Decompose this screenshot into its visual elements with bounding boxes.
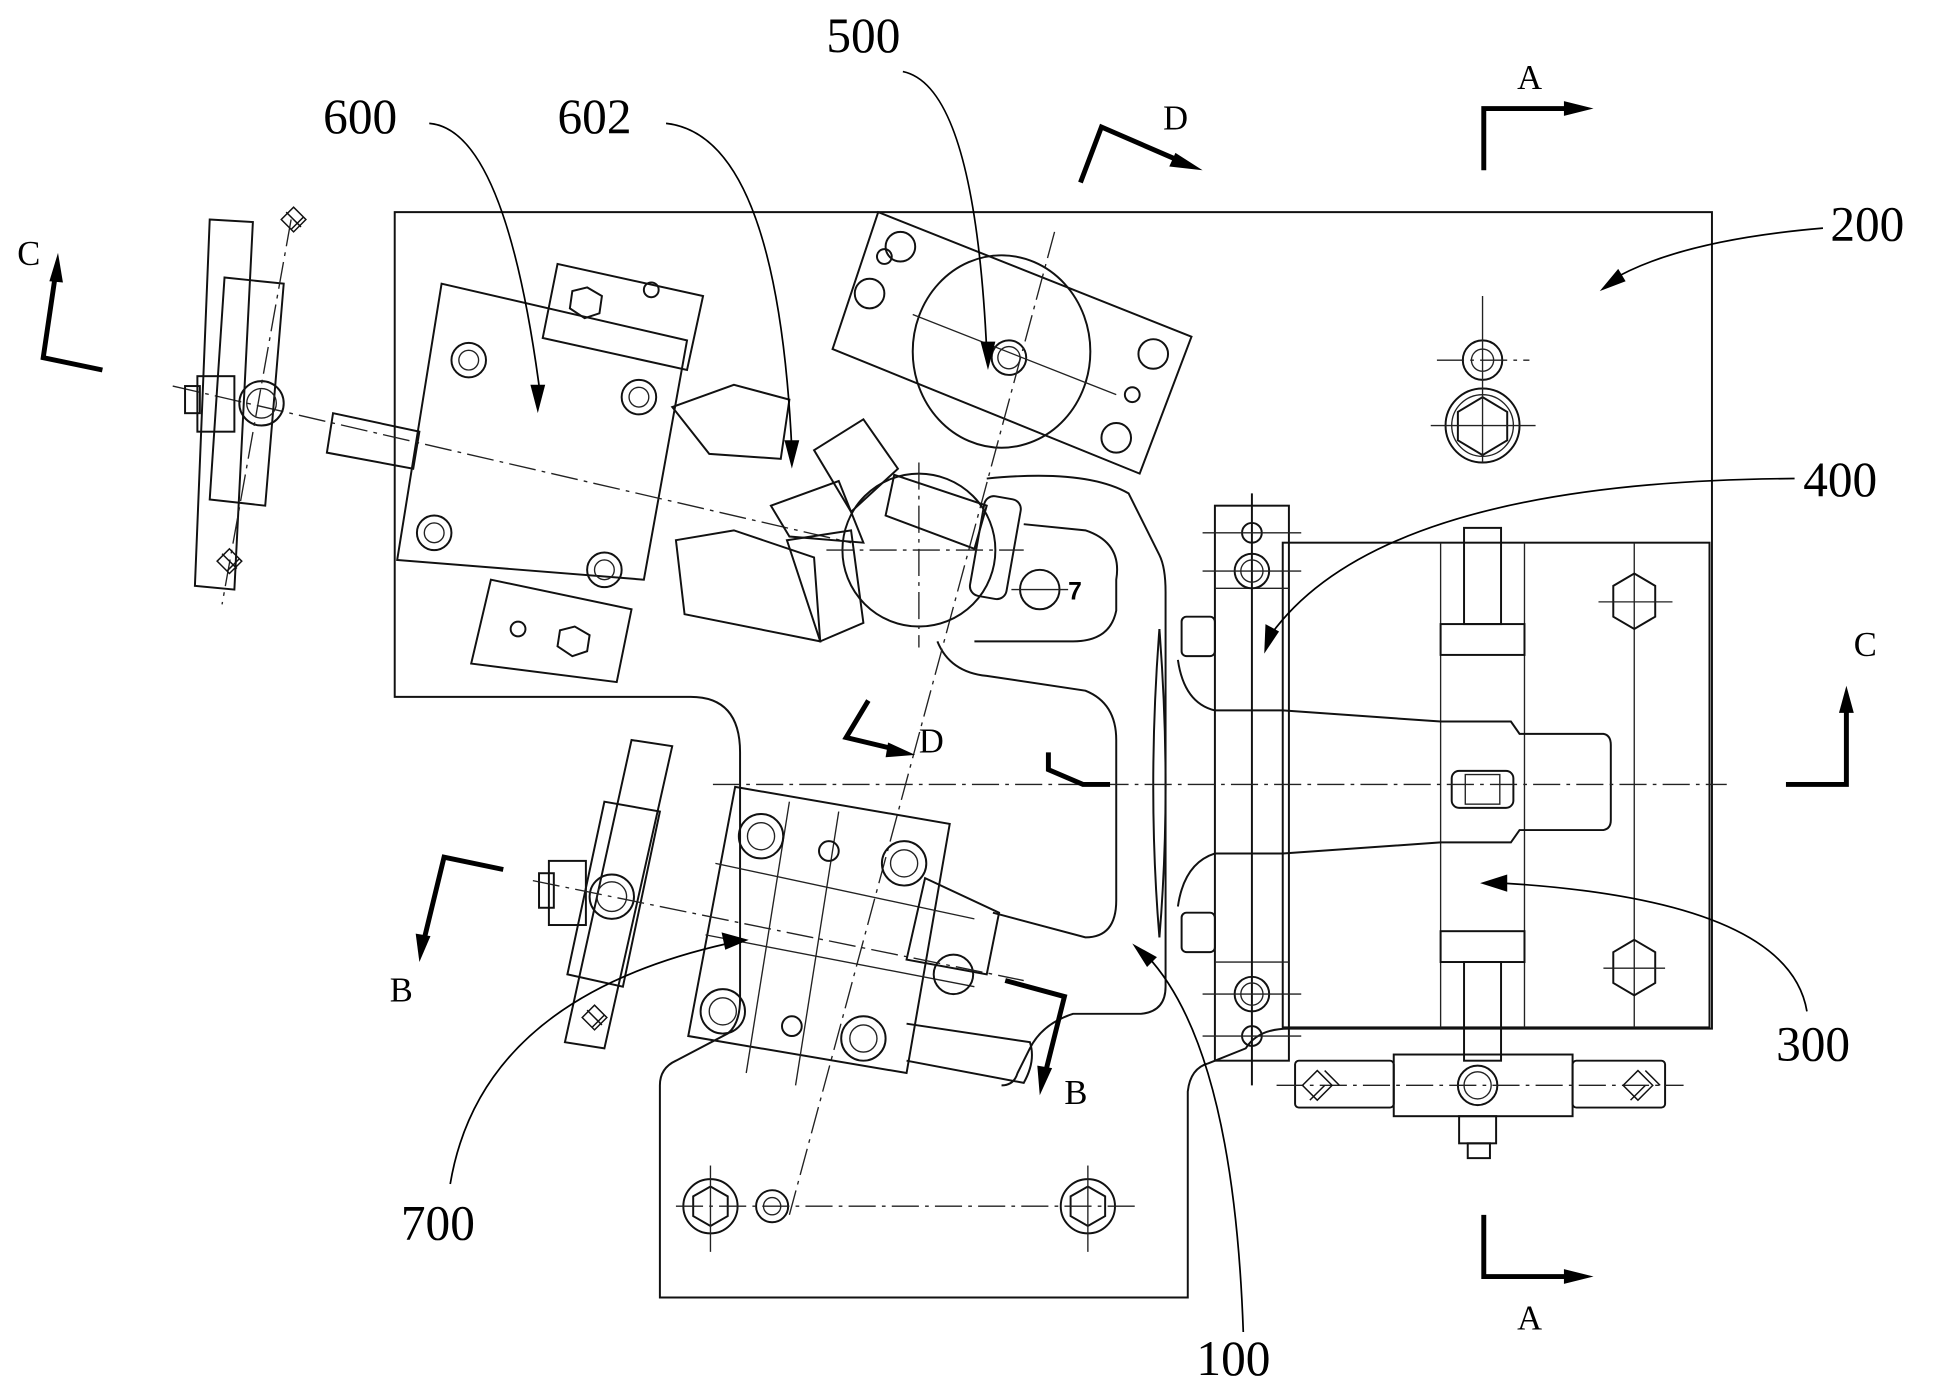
svg-text:400: 400 (1803, 452, 1877, 507)
base-plate (393, 211, 1713, 1299)
flange-block-400 (1152, 493, 1302, 1086)
clamp-700 (532, 738, 1033, 1086)
knob-300 (1276, 1053, 1684, 1160)
plate-200-bolts (1430, 296, 1536, 464)
hex-nut-icon (840, 1015, 887, 1062)
socket-bolt-icon (450, 341, 487, 379)
callout-200: 200 (1599, 197, 1904, 292)
callout-300: 300 (1480, 874, 1850, 1072)
svg-text:602: 602 (558, 89, 632, 144)
svg-text:B: B (1064, 1074, 1087, 1112)
svg-text:300: 300 (1776, 1017, 1850, 1072)
section-marker-d-top: D (1078, 100, 1203, 184)
socket-bolt-icon (620, 378, 658, 416)
hex-nut-icon (699, 988, 746, 1035)
svg-text:100: 100 (1196, 1331, 1270, 1386)
socket-bolt-icon (586, 551, 623, 589)
svg-text:200: 200 (1830, 197, 1904, 252)
locator-circle (826, 462, 1024, 648)
svg-text:C: C (17, 235, 40, 273)
svg-text:500: 500 (826, 8, 900, 63)
hex-nut-icon (880, 840, 928, 887)
hex-bolt-icon (1603, 938, 1666, 997)
socket-bolt-icon (415, 514, 453, 552)
section-marker-c-left: C (17, 235, 103, 373)
callout-400: 400 (1264, 452, 1877, 654)
knob-600 (184, 206, 421, 605)
detail-mark: 7 (1068, 578, 1082, 605)
svg-text:B: B (390, 971, 413, 1009)
section-marker-b-right: B (1004, 978, 1087, 1112)
callout-602: 602 (558, 89, 800, 469)
disc-assembly-500 (788, 210, 1193, 1216)
section-marker-a-top: A (1481, 59, 1594, 171)
svg-text:A: A (1517, 1300, 1542, 1338)
callout-600: 600 (323, 89, 546, 414)
svg-text:D: D (1163, 100, 1188, 138)
clamp-housing-300 (1214, 526, 1711, 1062)
hex-bolt-icon (1598, 572, 1673, 631)
svg-text:C: C (1854, 626, 1877, 664)
knurl-icon (216, 206, 307, 575)
svg-text:D: D (919, 722, 944, 760)
knurl-icon (1301, 1069, 1661, 1102)
svg-text:A: A (1517, 59, 1542, 97)
section-marker-c-right: C (1785, 626, 1877, 787)
cylinder-clamp-600 (172, 262, 900, 684)
section-marker-d-bottom: D (842, 699, 944, 760)
svg-text:600: 600 (323, 89, 397, 144)
svg-text:700: 700 (401, 1196, 475, 1251)
callout-700: 700 (401, 932, 749, 1251)
section-marker-b-left: B (390, 854, 504, 1009)
callout-100: 100 (1132, 943, 1270, 1386)
hex-nut-icon (737, 813, 785, 860)
section-marker-a-bottom: A (1481, 1214, 1594, 1338)
workpiece-100: 7 (936, 474, 1167, 1087)
callout-500: 500 (826, 8, 996, 371)
section-marker-center (1045, 752, 1111, 787)
bottom-plate-bolts (675, 1165, 1138, 1252)
knurl-icon (581, 1004, 608, 1031)
